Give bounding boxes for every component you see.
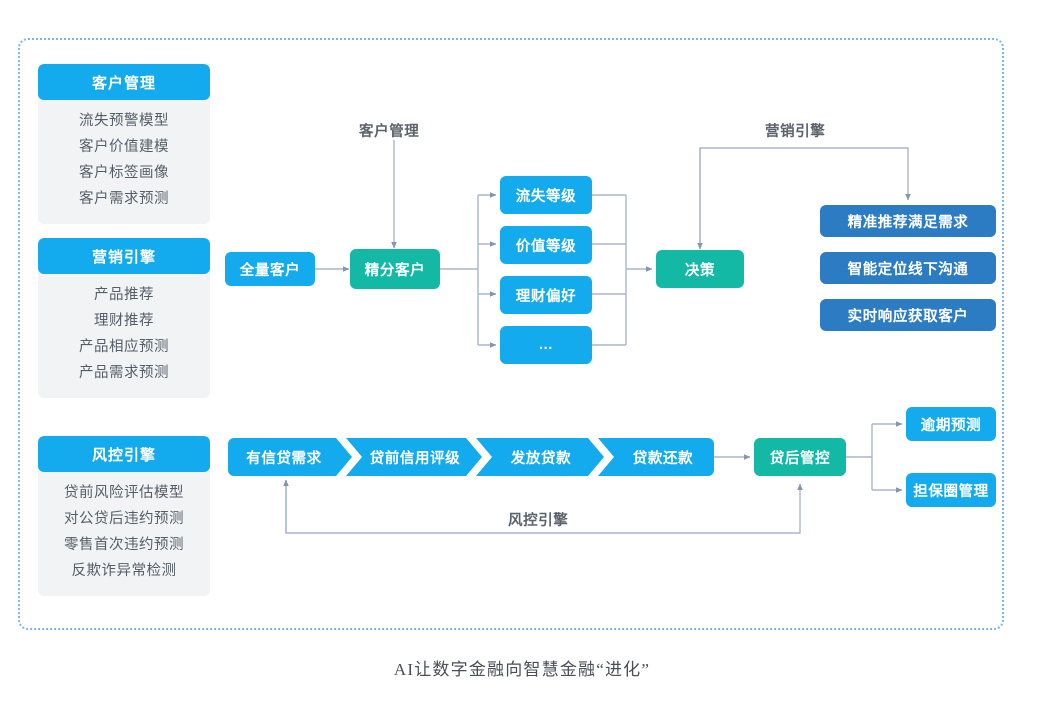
list-item: 对公贷后违约预测: [64, 511, 184, 527]
node-segmented-customers[interactable]: 精分客户: [350, 249, 440, 289]
step-pre-loan-credit-rating[interactable]: 贷前信用评级: [346, 438, 482, 476]
node-outcome-guarantee-circle-management[interactable]: 担保圈管理: [906, 473, 996, 507]
panel-title: 营销引擎: [38, 238, 210, 274]
panel-item-list: 产品推荐 理财推荐 产品相应预测 产品需求预测: [38, 274, 210, 398]
flow-label-customer-management: 客户管理: [359, 124, 420, 140]
sidebar-panel-customer-management[interactable]: 客户管理 流失预警模型 客户价值建模 客户标签画像 客户需求预测: [38, 64, 210, 224]
node-outcome-precise-recommendation[interactable]: 精准推荐满足需求: [820, 205, 996, 237]
step-loan-disbursement[interactable]: 发放贷款: [476, 438, 604, 476]
panel-title: 客户管理: [38, 64, 210, 100]
list-item: 零售首次违约预测: [64, 537, 184, 553]
diagram-outer-frame: [18, 38, 1004, 630]
list-item: 产品相应预测: [79, 339, 169, 355]
list-item: 客户标签画像: [79, 165, 169, 181]
flow-label-risk-control-engine: 风控引擎: [508, 513, 569, 529]
panel-title: 风控引擎: [38, 436, 210, 472]
node-outcome-realtime-acquisition[interactable]: 实时响应获取客户: [820, 299, 996, 331]
node-segment-more[interactable]: ...: [500, 326, 592, 364]
list-item: 客户需求预测: [79, 191, 169, 207]
node-all-customers[interactable]: 全量客户: [225, 252, 315, 286]
node-outcome-smart-offline-communication[interactable]: 智能定位线下沟通: [820, 252, 996, 284]
node-post-loan-control[interactable]: 贷后管控: [754, 438, 846, 476]
sidebar-panel-risk-control-engine[interactable]: 风控引擎 贷前风险评估模型 对公贷后违约预测 零售首次违约预测 反欺诈异常检测: [38, 436, 210, 596]
list-item: 贷前风险评估模型: [64, 485, 184, 501]
list-item: 产品需求预测: [79, 365, 169, 381]
list-item: 理财推荐: [94, 313, 154, 329]
panel-item-list: 流失预警模型 客户价值建模 客户标签画像 客户需求预测: [38, 100, 210, 224]
step-loan-demand[interactable]: 有信贷需求: [228, 438, 352, 476]
list-item: 反欺诈异常检测: [71, 563, 177, 579]
node-decision[interactable]: 决策: [656, 250, 744, 288]
node-segment-value-level[interactable]: 价值等级: [500, 226, 592, 264]
list-item: 客户价值建模: [79, 139, 169, 155]
list-item: 产品推荐: [94, 287, 154, 303]
figure-caption: AI让数字金融向智慧金融“进化”: [393, 660, 651, 679]
node-segment-churn-level[interactable]: 流失等级: [500, 176, 592, 214]
step-loan-repayment[interactable]: 贷款还款: [598, 438, 714, 476]
flow-label-marketing-engine: 营销引擎: [765, 124, 826, 140]
node-segment-wealth-preference[interactable]: 理财偏好: [500, 276, 592, 314]
node-outcome-overdue-prediction[interactable]: 逾期预测: [906, 407, 996, 441]
sidebar-panel-marketing-engine[interactable]: 营销引擎 产品推荐 理财推荐 产品相应预测 产品需求预测: [38, 238, 210, 398]
list-item: 流失预警模型: [79, 113, 169, 129]
panel-item-list: 贷前风险评估模型 对公贷后违约预测 零售首次违约预测 反欺诈异常检测: [38, 472, 210, 596]
